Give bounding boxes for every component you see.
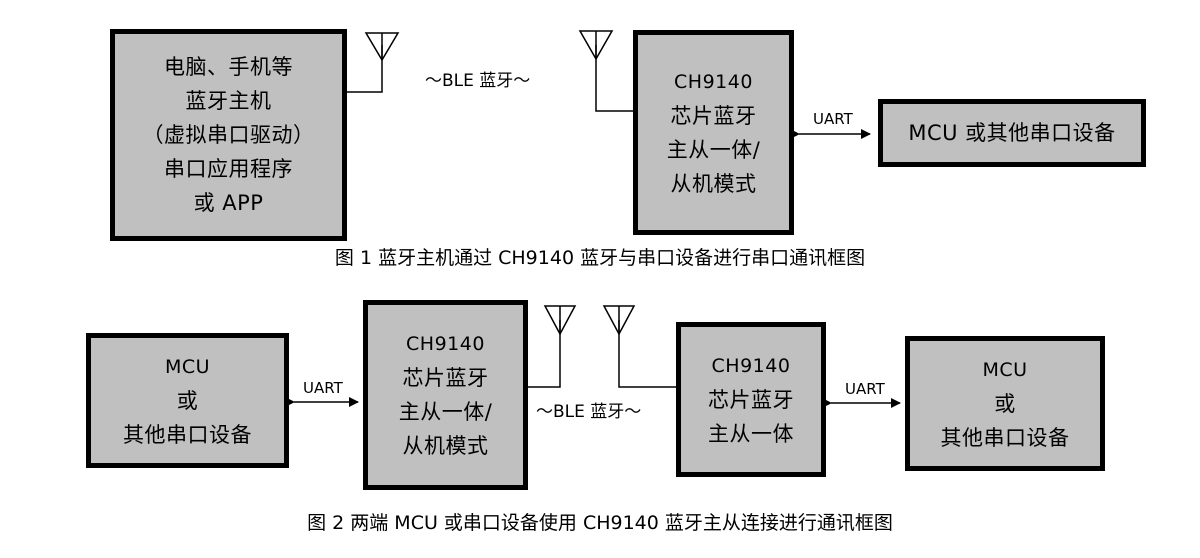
box-text: 主从一体 <box>708 421 794 446</box>
uart-label: UART <box>813 110 853 128</box>
figure-1-caption: 图 1 蓝牙主机通过 CH9140 蓝牙与串口设备进行串口通讯框图 <box>334 247 866 269</box>
serial-device-box: MCU 或其他串口设备 <box>878 99 1146 167</box>
box-text: 芯片蓝牙 <box>402 366 489 390</box>
uart-label: UART <box>303 379 343 397</box>
left-ch9140-chip-box: CH9140 芯片蓝牙 主从一体/ 从机模式 <box>363 300 528 490</box>
box-text: CH9140 <box>406 333 485 355</box>
antenna-icon <box>346 32 400 93</box>
left-serial-device-box: MCU 或 其他串口设备 <box>86 333 289 468</box>
box-text: MCU <box>982 358 1028 381</box>
box-text: 从机模式 <box>402 434 489 458</box>
antenna-icon <box>578 30 633 112</box>
ble-link-label: ～BLE 蓝牙～ <box>536 402 642 422</box>
box-text: 其他串口设备 <box>940 425 1070 450</box>
box-text: 蓝牙主机 <box>185 89 272 113</box>
box-text: MCU <box>164 355 211 378</box>
box-text: 主从一体/ <box>398 400 493 424</box>
box-text: CH9140 <box>711 354 791 377</box>
box-text: 或 <box>176 388 199 413</box>
box-text: 主从一体/ <box>666 137 761 162</box>
antenna-icon <box>527 305 577 388</box>
ch9140-chip-box: CH9140 芯片蓝牙 主从一体/ 从机模式 <box>633 30 794 235</box>
box-text: 电脑、手机等 <box>164 55 293 79</box>
figure-2-caption: 图 2 两端 MCU 或串口设备使用 CH9140 蓝牙主从连接进行通讯框图 <box>307 512 893 534</box>
right-ch9140-chip-box: CH9140 芯片蓝牙 主从一体 <box>676 322 826 477</box>
bluetooth-host-box: 电脑、手机等 蓝牙主机 （虚拟串口驱动） 串口应用程序 或 APP <box>110 29 347 241</box>
box-text: 芯片蓝牙 <box>670 103 757 128</box>
right-serial-device-box: MCU 或 其他串口设备 <box>905 336 1105 471</box>
box-text: 芯片蓝牙 <box>708 387 794 412</box>
box-text: 或 APP <box>193 191 264 215</box>
box-text: CH9140 <box>674 70 753 93</box>
box-text: 其他串口设备 <box>123 422 252 447</box>
box-text: 串口应用程序 <box>164 157 293 181</box>
box-text: MCU 或其他串口设备 <box>908 121 1116 145</box>
ble-link-label: ～BLE 蓝牙～ <box>425 71 531 91</box>
box-text: （虚拟串口驱动） <box>142 123 315 147</box>
uart-label: UART <box>845 380 885 398</box>
box-text: 或 <box>994 391 1016 416</box>
box-text: 从机模式 <box>670 171 757 196</box>
antenna-icon <box>602 305 676 388</box>
